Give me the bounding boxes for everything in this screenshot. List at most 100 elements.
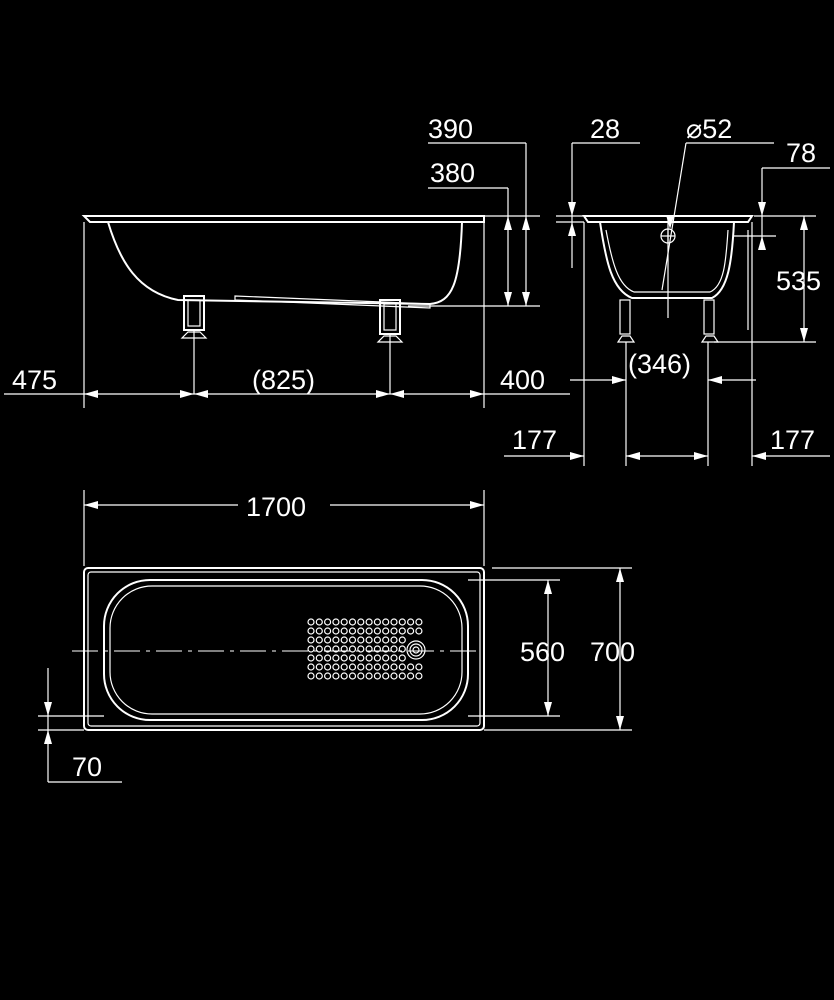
anti-slip-dot: [315, 618, 323, 626]
anti-slip-dot: [340, 654, 348, 662]
anti-slip-dot: [365, 636, 373, 644]
side-view-leg-left: [180, 295, 208, 394]
anti-slip-dot: [398, 627, 406, 635]
anti-slip-dot: [390, 663, 398, 671]
end-view-rim: [582, 215, 754, 223]
anti-slip-dot: [348, 663, 357, 671]
anti-slip-dot: [415, 663, 423, 671]
dim-inner-width: 560: [520, 637, 565, 667]
end-view-leg-right: [700, 299, 720, 343]
dim-left-offset: 475: [12, 365, 57, 395]
anti-slip-dot: [332, 636, 340, 644]
anti-slip-dot: [348, 672, 357, 680]
dim-end-right-offset: 177: [770, 425, 815, 455]
anti-slip-dot: [307, 672, 315, 680]
anti-slip-dot: [390, 627, 398, 635]
dim-rim-height: 390: [428, 114, 473, 144]
anti-slip-dot: [324, 618, 332, 626]
anti-slip-dot: [340, 618, 348, 626]
anti-slip-dot: [382, 627, 390, 635]
anti-slip-dot: [332, 627, 340, 635]
anti-slip-dot: [340, 645, 348, 653]
anti-slip-dot: [373, 663, 381, 671]
anti-slip-dot: [398, 672, 406, 680]
anti-slip-dot: [390, 654, 398, 662]
anti-slip-dot: [365, 654, 373, 662]
anti-slip-dot: [373, 636, 381, 644]
dim-width: 700: [590, 637, 635, 667]
anti-slip-dot: [415, 672, 423, 680]
anti-slip-dot: [398, 636, 406, 644]
anti-slip-dot: [407, 672, 415, 680]
anti-slip-dot: [407, 663, 415, 671]
anti-slip-dot: [415, 627, 423, 635]
anti-slip-dot: [373, 672, 381, 680]
anti-slip-dot: [398, 663, 406, 671]
anti-slip-dot: [357, 672, 365, 680]
anti-slip-dot: [307, 627, 315, 635]
anti-slip-dot: [348, 645, 357, 653]
end-view-leg-left: [616, 299, 636, 343]
anti-slip-dot: [382, 663, 390, 671]
dim-depth: 535: [776, 266, 821, 296]
anti-slip-dot: [340, 627, 348, 635]
dim-length: 1700: [246, 492, 306, 522]
anti-slip-dot: [340, 663, 348, 671]
anti-slip-dot: [357, 627, 365, 635]
anti-slip-dot: [332, 663, 340, 671]
anti-slip-dot: [357, 654, 365, 662]
anti-slip-dot: [398, 618, 406, 626]
anti-slip-dot: [390, 672, 398, 680]
top-drain-icon: [406, 640, 426, 660]
dim-rim-thickness: 28: [590, 114, 620, 144]
anti-slip-dot: [332, 654, 340, 662]
anti-slip-dot: [382, 672, 390, 680]
dim-drain-diameter: ⌀52: [686, 114, 732, 144]
anti-slip-dot: [315, 672, 323, 680]
anti-slip-dot: [365, 645, 373, 653]
anti-slip-dot: [415, 618, 423, 626]
anti-slip-dot: [357, 663, 365, 671]
top-view-outer: [83, 567, 485, 731]
end-view-tub: [599, 221, 735, 299]
anti-slip-dot: [365, 627, 373, 635]
anti-slip-dot: [307, 645, 315, 653]
anti-slip-dot: [365, 618, 373, 626]
anti-slip-dot: [315, 645, 323, 653]
side-view-rim: [81, 215, 485, 223]
side-view: 390 380 475 (825) 400: [4, 114, 570, 408]
anti-slip-dot: [324, 672, 332, 680]
dim-end-left-offset: 177: [512, 425, 557, 455]
anti-slip-dot: [357, 636, 365, 644]
anti-slip-dot: [382, 618, 390, 626]
anti-slip-dot: [307, 618, 315, 626]
anti-slip-dot: [307, 636, 315, 644]
anti-slip-dot: [324, 636, 332, 644]
anti-slip-dot: [365, 672, 373, 680]
anti-slip-dot: [332, 672, 340, 680]
end-view: 28 ⌀52 78 535 (346) 177 177: [504, 114, 830, 466]
anti-slip-dot: [373, 627, 381, 635]
dim-overflow-height: 78: [786, 138, 816, 168]
dim-inner-height: 380: [430, 158, 475, 188]
anti-slip-dot: [348, 618, 357, 626]
anti-slip-dot: [398, 645, 406, 653]
anti-slip-dot: [407, 618, 415, 626]
anti-slip-dot: [315, 663, 323, 671]
anti-slip-dot: [332, 618, 340, 626]
top-view-basin: [103, 579, 469, 721]
anti-slip-dot: [348, 636, 357, 644]
anti-slip-dot: [373, 645, 381, 653]
anti-slip-dot: [324, 627, 332, 635]
anti-slip-dot: [315, 654, 323, 662]
anti-slip-dot: [382, 654, 390, 662]
anti-slip-dot: [307, 654, 315, 662]
anti-slip-dot: [390, 636, 398, 644]
anti-slip-dot: [407, 627, 415, 635]
anti-slip-dot: [324, 663, 332, 671]
anti-slip-dot: [315, 636, 323, 644]
side-view-leg-right: [376, 299, 404, 394]
anti-slip-dot: [348, 654, 357, 662]
anti-slip-dot: [324, 654, 332, 662]
